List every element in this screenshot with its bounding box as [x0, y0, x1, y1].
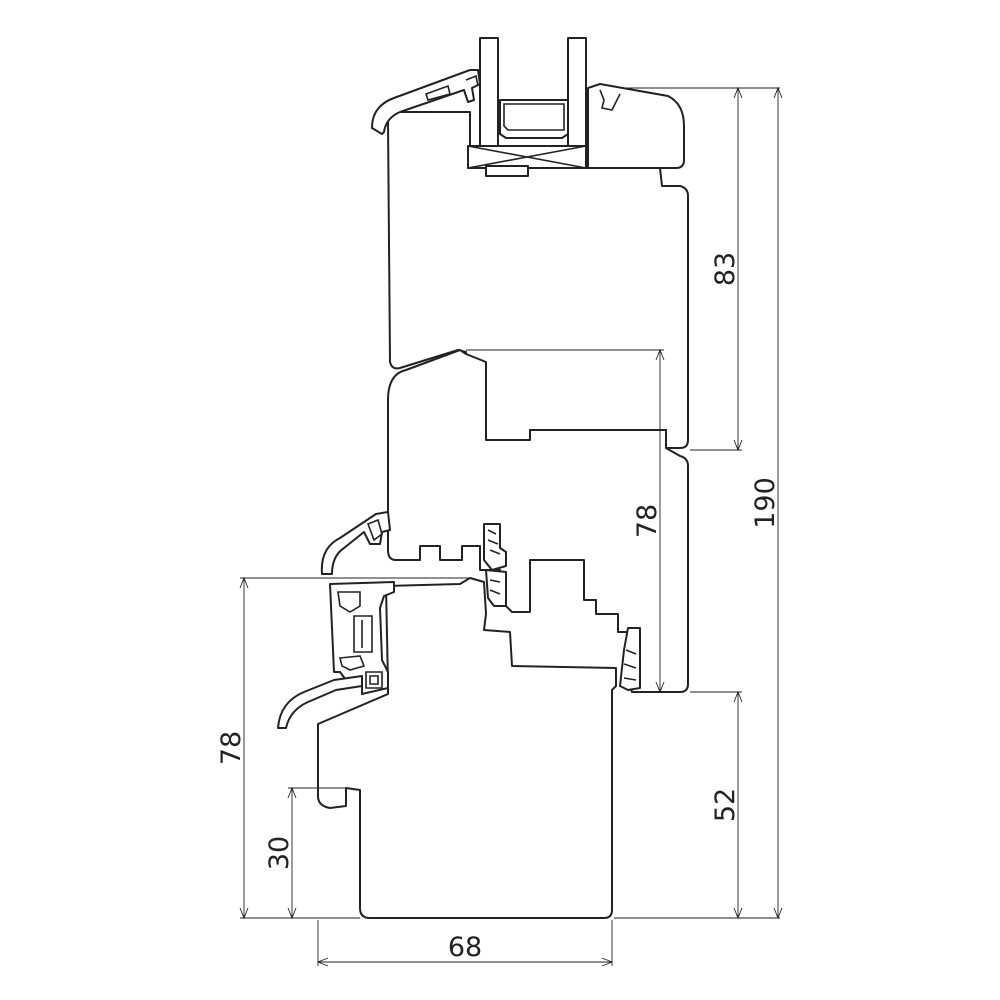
middle-weather-cover	[320, 511, 391, 575]
frame-profile	[317, 577, 617, 919]
glazing-bead-top	[587, 83, 685, 169]
dimension-label-68: 68	[448, 932, 482, 963]
bottom-drip-flashing	[277, 675, 363, 729]
dimension-52: 52	[710, 690, 743, 920]
dimension-190: 190	[750, 86, 783, 920]
dimension-extension-lines	[240, 87, 780, 966]
dimension-label-190: 190	[750, 477, 781, 529]
glazing-seal-block	[467, 145, 587, 177]
center-gasket	[483, 523, 507, 607]
frame-drip-rail	[329, 581, 395, 695]
dimension-label-78-right: 78	[632, 504, 663, 538]
right-seal-strip	[619, 627, 641, 691]
middle-sash-profile	[387, 349, 689, 693]
dimension-label-52: 52	[710, 788, 741, 822]
top-weather-cover	[371, 69, 481, 135]
glass-spacer	[499, 99, 569, 139]
dimension-68: 68	[316, 932, 614, 967]
dimension-30: 30	[264, 786, 297, 920]
dimension-78-left: 78	[216, 576, 249, 920]
dimension-label-83: 83	[710, 252, 741, 286]
dimension-83: 83	[710, 86, 743, 452]
dimension-label-30: 30	[264, 836, 295, 870]
dimension-label-78-left: 78	[216, 731, 247, 765]
dimension-78-right: 78	[632, 348, 665, 694]
